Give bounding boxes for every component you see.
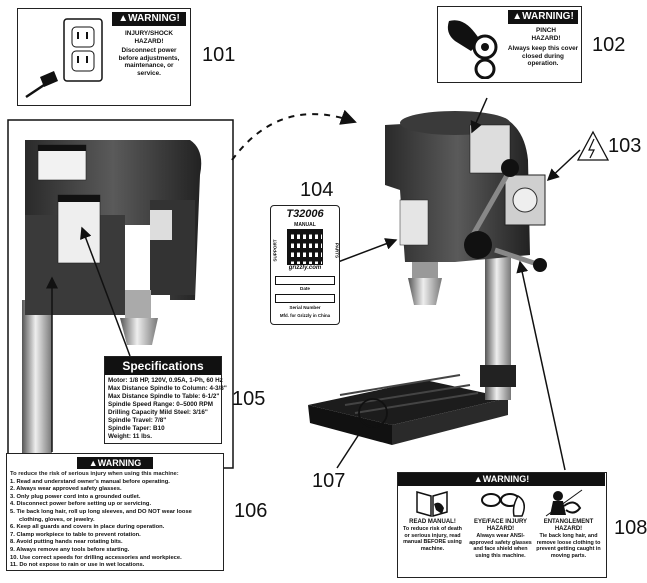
- spec-line: Max Distance Spindle to Column: 4-3/8": [108, 385, 227, 392]
- warning-item: 7. Clamp workpiece to table to prevent r…: [10, 531, 141, 538]
- spec-line: Max Distance Spindle to Table: 6-1/2": [108, 393, 220, 400]
- label-104-serial: Serial Number: [289, 305, 321, 310]
- electric-hazard-icon: [576, 130, 610, 161]
- read-manual-icon: [414, 488, 450, 518]
- warning-header-text: WARNING!: [522, 11, 574, 22]
- label-104: T32006 MANUAL SUPPORT PARTS grizzly.com …: [270, 205, 340, 325]
- spec-line: Weight: 11 lbs.: [108, 433, 152, 440]
- callout-107: 107: [312, 470, 346, 492]
- label-102-title: PINCH HAZARD!: [531, 27, 561, 42]
- label-104-model: T32006: [286, 208, 324, 220]
- warning-item: 1. Read and understand owner's manual be…: [10, 478, 170, 485]
- label-108-warning: ▲WARNING! READ MANUAL! To reduce risk of…: [397, 472, 607, 578]
- callout-108: 108: [614, 517, 647, 539]
- warning-item: 8. Avoid putting hands near rotating bit…: [10, 539, 123, 546]
- warning-header-102: ▲WARNING!: [508, 10, 578, 24]
- warning-item: 4. Disconnect power before setting up or…: [10, 501, 152, 508]
- leader-105: [80, 226, 131, 357]
- dashed-transfer-arrow: [231, 109, 357, 161]
- warning-item: 2. Always wear approved safety glasses.: [10, 486, 122, 493]
- warning-item: 5. Tie back long hair, roll up long slee…: [10, 508, 192, 515]
- callout-101: 101: [202, 44, 236, 66]
- warning-header-text: WARNING: [97, 458, 142, 468]
- drill-press: [308, 111, 547, 445]
- warning-item: 3. Only plug power cord into a grounded …: [10, 493, 141, 500]
- warning-triangle-icon: ▲: [88, 458, 98, 468]
- leader-108: [516, 260, 566, 471]
- warning-header-108: ▲WARNING!: [398, 473, 605, 486]
- callout-104: 104: [300, 179, 334, 201]
- pinch-hand-illustration: [441, 11, 505, 79]
- warning-triangle-icon: ▲: [512, 11, 523, 22]
- label-101: ▲WARNING! INJURY/SHOCK HAZARD! Disconnec…: [17, 8, 191, 106]
- spec-line: Motor: 1/8 HP, 120V, 0.95A, 1-Ph, 60 Hz: [108, 377, 223, 384]
- safety-glasses-icon: [478, 488, 528, 518]
- callout-103: 103: [608, 135, 642, 157]
- label-105-specifications: Specifications Motor: 1/8 HP, 120V, 0.95…: [104, 356, 227, 444]
- label-104-date: Date: [300, 286, 310, 291]
- label-104-site: grizzly.com: [288, 265, 322, 271]
- warning-item: 10. Use correct speeds for drilling acce…: [10, 554, 182, 561]
- label-104-made: Mfd. for Grizzly in China: [279, 313, 331, 318]
- warning-header-text: WARNING!: [482, 474, 530, 484]
- spec-line: Drilling Capacity Mild Steel: 3/16": [108, 409, 208, 416]
- leader-107: [336, 424, 366, 469]
- label-104-parts: PARTS: [334, 242, 340, 259]
- read-manual-text: To reduce risk of death or serious injur…: [403, 526, 462, 552]
- warning-list: To reduce the risk of serious injury whe…: [7, 471, 223, 570]
- read-manual-title: READ MANUAL!: [409, 519, 456, 525]
- warning-header-text: WARNING!: [128, 13, 180, 24]
- date-field: [275, 276, 335, 285]
- callout-106: 106: [234, 500, 268, 522]
- warning-item: 6. Keep all guards and covers in place d…: [10, 524, 165, 531]
- plug-outlet-illustration: [22, 15, 106, 101]
- label-101-title: INJURY/SHOCK HAZARD!: [124, 30, 174, 45]
- warning-intro: To reduce the risk of serious injury whe…: [10, 471, 179, 477]
- qr-code: [287, 229, 323, 265]
- spec-line: Spindle Taper: B10: [108, 425, 165, 432]
- serial-field: [275, 294, 335, 303]
- eye-face-title: EYE/FACE INJURY HAZARD!: [473, 519, 528, 532]
- label-102: ▲WARNING! PINCH HAZARD! Always keep this…: [437, 6, 582, 83]
- read-manual-column: READ MANUAL! To reduce risk of death or …: [400, 519, 465, 552]
- spec-list: Motor: 1/8 HP, 120V, 0.95A, 1-Ph, 60 Hz …: [105, 375, 227, 441]
- warning-item: 9. Always remove any tools before starti…: [10, 546, 130, 553]
- warning-header-101: ▲WARNING!: [112, 12, 186, 26]
- label-101-text: Disconnect power before adjustments, mai…: [118, 47, 180, 77]
- warning-item: clothing, gloves, or jewelry.: [19, 516, 95, 523]
- warning-item: 11. Do not expose to rain or use in wet …: [10, 562, 145, 569]
- closeup-inset: [7, 119, 234, 469]
- eye-face-column: EYE/FACE INJURY HAZARD! Always wear ANSI…: [468, 519, 533, 559]
- warning-triangle-icon: ▲: [473, 474, 483, 484]
- callout-105: 105: [232, 388, 266, 410]
- entanglement-icon: [544, 488, 584, 518]
- eye-face-text: Always wear ANSI-approved safety glasses…: [469, 533, 532, 559]
- label-104-manual: MANUAL: [294, 222, 316, 228]
- entanglement-column: ENTANGLEMENT HAZARD! Tie back long hair,…: [536, 519, 601, 559]
- base-callout-circle: [358, 398, 388, 428]
- spec-title: Specifications: [105, 357, 221, 375]
- entanglement-title: ENTANGLEMENT HAZARD!: [543, 519, 594, 532]
- warning-header-106: ▲WARNING: [77, 457, 153, 469]
- leader-103: [546, 149, 581, 182]
- label-104-support: SUPPORT: [272, 239, 278, 262]
- warning-triangle-icon: ▲: [118, 13, 129, 24]
- spec-line: Spindle Speed Range: 0–5000 RPM: [108, 401, 213, 408]
- leader-104: [329, 238, 398, 266]
- label-106-warning: ▲WARNING To reduce the risk of serious i…: [6, 453, 224, 571]
- callout-102: 102: [592, 34, 626, 56]
- leader-102: [470, 97, 488, 134]
- spec-line: Spindle Travel: 7/8": [108, 417, 167, 424]
- entanglement-text: Tie back long hair, and remove loose clo…: [536, 533, 601, 559]
- label-102-text: Always keep this cover closed during ope…: [507, 45, 579, 68]
